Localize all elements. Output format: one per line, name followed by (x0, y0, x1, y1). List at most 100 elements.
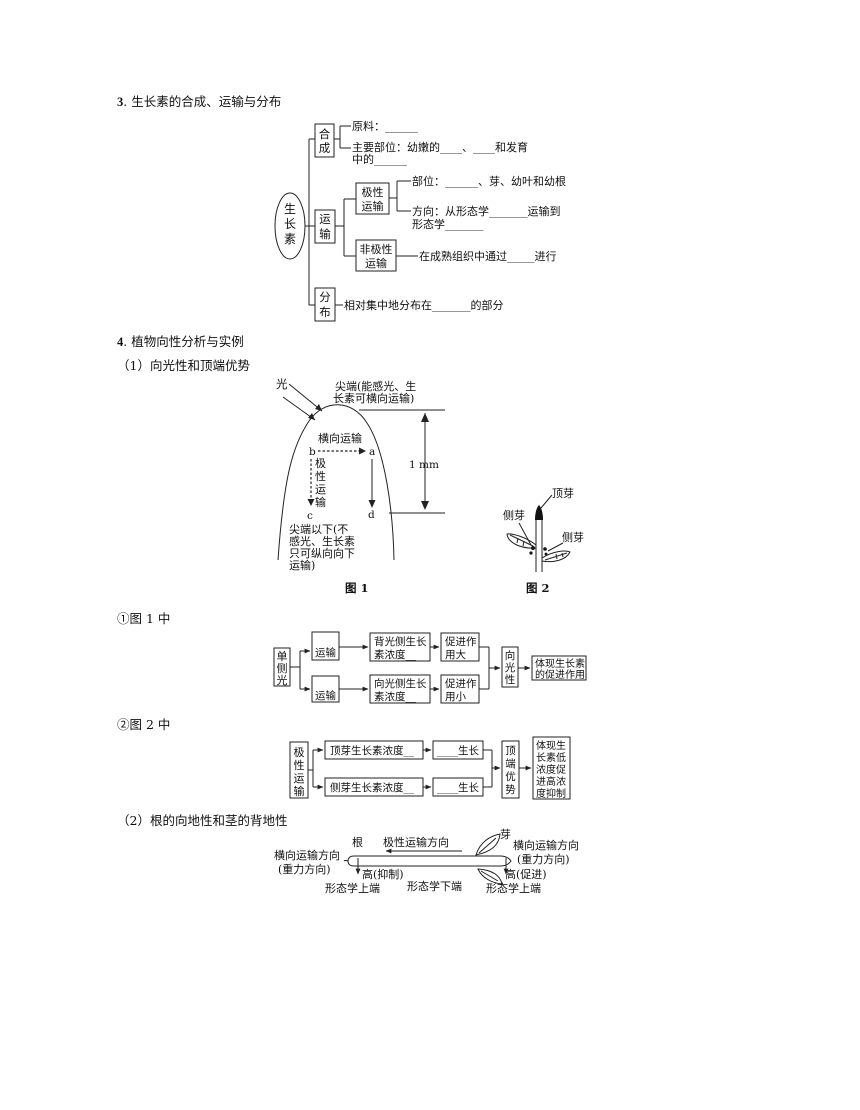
svg-text:向光侧生长: 向光侧生长 (374, 677, 427, 690)
svg-text:横向运输: 横向运输 (318, 431, 362, 445)
item-2-label: ②图 2 中 (117, 717, 171, 732)
svg-text:性: 性 (505, 673, 516, 686)
svg-text:体现生: 体现生 (536, 739, 566, 752)
svg-text:长素可横向运输): 长素可横向运输) (333, 391, 414, 405)
svg-text:单: 单 (277, 650, 288, 663)
svg-text:只可纵向向下: 只可纵向向下 (289, 546, 355, 560)
svg-text:素浓度__: 素浓度__ (374, 690, 417, 703)
svg-text:运输: 运输 (315, 689, 336, 702)
svg-text:极性运输方向: 极性运输方向 (383, 835, 449, 849)
svg-text:运: 运 (294, 772, 305, 785)
flow-1-phototropism: 单 侧 光 运输 运输 背光侧生长 素浓度__ 向光侧生长 素浓度__ 促进作 … (273, 631, 587, 704)
svg-text:顶芽: 顶芽 (552, 486, 574, 500)
svg-text:a: a (369, 446, 375, 458)
svg-text:成: 成 (319, 141, 331, 155)
svg-text:(重力方向): (重力方向) (517, 852, 570, 866)
svg-text:图 1: 图 1 (345, 581, 369, 595)
svg-text:的促进作用: 的促进作用 (535, 668, 585, 681)
svg-text:体现生长素: 体现生长素 (535, 657, 585, 670)
svg-text:运: 运 (319, 212, 331, 226)
svg-text:运: 运 (315, 483, 326, 496)
svg-text:非极性: 非极性 (360, 242, 393, 256)
svg-text:侧: 侧 (277, 662, 288, 675)
svg-text:输: 输 (315, 495, 326, 509)
svg-text:芽: 芽 (500, 827, 511, 841)
flow-2-apical-dominance: 极 性 运 输 顶芽生长素浓度__ 侧芽生长素浓度__ ____生长 ____生… (289, 736, 571, 800)
svg-text:浓度促: 浓度促 (536, 763, 566, 776)
subsection-1-heading: （1）向光性和顶端优势 (117, 358, 250, 373)
svg-text:运输: 运输 (315, 646, 336, 659)
svg-text:向: 向 (505, 649, 516, 662)
svg-text:侧芽: 侧芽 (503, 508, 525, 522)
figure-1-phototropism: 光 尖端(能感光、生 长素可横向运输) 1 mm 横向运输 b a 极 性 运 … (276, 377, 445, 595)
svg-text:横向运输方向: 横向运输方向 (274, 848, 340, 862)
nonpolar-transport-node (355, 239, 397, 272)
subsection-2-heading: （2）根的向地性和茎的背地性 (117, 813, 288, 828)
svg-text:形态学上端: 形态学上端 (486, 881, 541, 895)
svg-text:输: 输 (294, 784, 305, 798)
svg-text:进高浓: 进高浓 (536, 775, 566, 788)
svg-text:光: 光 (276, 377, 288, 391)
svg-text:优: 优 (505, 770, 516, 783)
svg-text:b: b (309, 446, 316, 458)
svg-text:中的______: 中的______ (352, 152, 407, 166)
svg-text:c: c (307, 510, 313, 522)
svg-text:用小: 用小 (445, 691, 466, 703)
svg-text:长素低: 长素低 (536, 751, 566, 764)
svg-text:势: 势 (505, 783, 516, 796)
svg-text:d: d (368, 509, 375, 521)
svg-text:性: 性 (294, 758, 305, 772)
section-4-heading: 4. 植物向性分析与实例 (117, 334, 244, 349)
svg-text:极性: 极性 (362, 185, 384, 199)
svg-text:光: 光 (505, 661, 516, 674)
svg-text:极: 极 (294, 745, 305, 759)
svg-text:图 2: 图 2 (526, 581, 550, 595)
svg-text:促进作: 促进作 (445, 677, 477, 690)
svg-text:在成熟组织中通过_____进行: 在成熟组织中通过_____进行 (419, 249, 557, 263)
section-3-heading: 3. 生长素的合成、运输与分布 (117, 94, 282, 109)
svg-text:形态学上端: 形态学上端 (325, 881, 380, 895)
svg-text:形态学_______: 形态学_______ (412, 217, 484, 231)
svg-text:光: 光 (277, 673, 288, 687)
svg-text:运输: 运输 (362, 199, 384, 213)
svg-text:度抑制: 度抑制 (536, 787, 566, 800)
svg-text:根: 根 (352, 835, 363, 849)
svg-text:侧芽生长素浓度__: 侧芽生长素浓度__ (330, 781, 415, 794)
svg-text:侧芽: 侧芽 (562, 530, 584, 544)
svg-text:用大: 用大 (445, 648, 466, 661)
svg-text:素: 素 (284, 232, 296, 246)
svg-text:长: 长 (284, 217, 296, 231)
svg-text:尖端以下(不: 尖端以下(不 (289, 523, 348, 536)
auxin-mindmap: 生 长 素 合 成 原料：______ 主要部位：幼嫩的____、____和发育… (274, 119, 566, 322)
svg-text:____生长: ____生长 (437, 781, 479, 794)
svg-text:主要部位：幼嫩的____、____和发育: 主要部位：幼嫩的____、____和发育 (352, 140, 528, 154)
svg-text:____生长: ____生长 (437, 744, 479, 757)
svg-text:背光侧生长: 背光侧生长 (374, 635, 427, 648)
svg-text:1 mm: 1 mm (409, 459, 439, 471)
svg-text:布: 布 (319, 305, 331, 319)
svg-text:相对集中地分布在_______的部分: 相对集中地分布在_______的部分 (344, 298, 504, 312)
svg-text:运输: 运输 (365, 256, 387, 270)
svg-text:方向：从形态学_______运输到: 方向：从形态学_______运输到 (412, 204, 561, 218)
synthesis-node (314, 123, 335, 158)
svg-text:输: 输 (319, 227, 331, 241)
svg-text:横向运输方向: 横向运输方向 (513, 838, 579, 852)
svg-text:性: 性 (315, 469, 326, 483)
svg-text:形态学下端: 形态学下端 (407, 879, 462, 893)
svg-text:尖端(能感光、生: 尖端(能感光、生 (335, 379, 416, 393)
figure-3-gravitropism: 根 极性运输方向 芽 横向运输方向 (重力方向) 横向运输方向 (重力方向) 高… (274, 827, 579, 895)
svg-text:部位：______、芽、幼叶和幼根: 部位：______、芽、幼叶和幼根 (412, 174, 566, 188)
svg-text:高(促进): 高(促进) (505, 867, 547, 881)
svg-text:端: 端 (505, 757, 516, 770)
svg-text:(重力方向): (重力方向) (278, 862, 331, 876)
svg-text:生: 生 (284, 202, 296, 216)
svg-text:顶: 顶 (505, 745, 516, 757)
svg-text:运输): 运输) (289, 558, 315, 572)
svg-text:分: 分 (319, 290, 331, 304)
svg-text:感光、生长素: 感光、生长素 (289, 534, 355, 548)
svg-text:原料：______: 原料：______ (352, 119, 418, 133)
svg-text:高(抑制): 高(抑制) (362, 867, 404, 881)
item-1-label: ①图 1 中 (117, 611, 171, 626)
svg-text:顶芽生长素浓度__: 顶芽生长素浓度__ (330, 744, 415, 757)
svg-text:极: 极 (315, 456, 326, 470)
